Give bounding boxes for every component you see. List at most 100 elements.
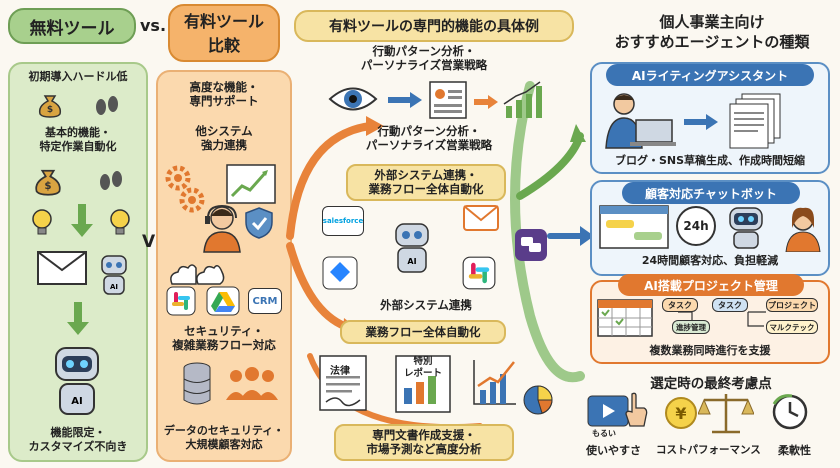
paid-item-data-security-line2: 大規模顧客対応 — [185, 437, 263, 451]
right-arrow-icon-2 — [474, 94, 498, 113]
customer-icon — [782, 206, 824, 256]
robot-icon-large: AI — [46, 342, 108, 424]
free-item-limited: 機能限定・ カスタマイズ不向き — [12, 426, 144, 454]
examples-header: 有料ツールの専門的機能の具体例 — [294, 10, 574, 42]
pie-chart-icon — [522, 384, 554, 420]
project-management-title: AI搭載プロジェクト管理 — [644, 278, 778, 293]
gears-icon — [164, 164, 208, 218]
crm-label: CRM — [252, 295, 278, 307]
yen-coin-icon: ¥ — [664, 396, 698, 434]
paid-item-advanced-line2: 専門サポート — [189, 94, 259, 109]
example-behavior-line2: パーソナライズ営業戦略 — [360, 58, 488, 73]
lightbulb-icon-right — [108, 208, 132, 242]
balance-scale-icon — [697, 390, 755, 440]
task-box-2: タスク — [712, 298, 748, 312]
profile-document-icon — [428, 80, 468, 124]
writing-assistant-title-bar: AIライティングアシスタント — [606, 64, 814, 86]
task-box-4: 進捗管理 — [672, 320, 710, 334]
task-box-1: タスク — [662, 298, 698, 312]
google-drive-icon — [206, 286, 240, 320]
writing-assistant-title: AIライティングアシスタント — [631, 68, 789, 83]
law-document-icon — [316, 352, 370, 418]
database-icon — [182, 362, 212, 410]
chatbot-title: 顧客対応チャットボット — [645, 186, 777, 201]
salesforce-label: salesforce — [322, 217, 364, 225]
chat-app-icon — [514, 228, 548, 266]
paid-item-security: セキュリティ・ 複雑業務フロー対応 — [160, 324, 288, 353]
agents-title-line1: 個人事業主向け — [659, 13, 765, 31]
task-box-1-label: タスク — [668, 300, 692, 310]
svg-text:AI: AI — [71, 396, 82, 407]
usability-label: 使いやすさ — [586, 444, 641, 457]
report-document-label: 特別 レポート — [396, 356, 450, 380]
paid-item-security-line2: 複雑業務フロー対応 — [172, 338, 276, 353]
task-box-4-label: 進捗管理 — [676, 322, 706, 332]
example-integration-repeat-line1: 外部システム連携 — [380, 298, 472, 312]
example-advanced-line2: 市場予測など高度分析 — [366, 442, 482, 457]
people-group-icon — [222, 366, 282, 406]
paid-item-security-line1: セキュリティ・ — [184, 324, 264, 338]
paid-item-integration-line2: 強力連携 — [201, 138, 247, 153]
down-arrow-icon-2 — [66, 302, 90, 340]
free-item-basic-functions: 基本的機能・ 特定作業自動化 — [12, 126, 144, 154]
chatbot-title-bar: 顧客対応チャットボット — [622, 182, 800, 204]
agents-header: 個人事業主向け おすすめエージェントの種類 — [594, 12, 830, 52]
writing-assistant-desc: ブログ・SNS草稿生成、作成時間短縮 — [614, 154, 806, 167]
money-bag-icon: $ — [36, 92, 64, 122]
play-video-icon — [586, 394, 630, 432]
free-item-basic-line2: 特定作業自動化 — [39, 139, 117, 153]
footprints-icon-2 — [96, 168, 126, 198]
salesforce-badge: salesforce — [322, 206, 364, 236]
agents-title-line2: おすすめエージェントの種類 — [614, 33, 810, 51]
document-stack-icon — [728, 92, 784, 154]
svg-text:AI: AI — [110, 283, 118, 291]
money-bag-icon-2: $ — [32, 166, 64, 200]
example-integration-header: 外部システム連携・ 業務フロー全体自動化 — [346, 164, 506, 201]
jira-icon — [322, 256, 358, 294]
example-integration-repeat-line2: 業務フロー全体自動化 — [365, 324, 481, 339]
final-considerations-title: 選定時の最終考慮点 — [650, 376, 772, 392]
free-item-limited-line1: 機能限定・ — [50, 426, 106, 439]
example-advanced-line1: 専門文書作成支援・ — [372, 428, 476, 442]
report-label-line1: 特別 — [413, 356, 433, 367]
svg-text:$: $ — [44, 180, 51, 192]
task-box-2-label: タスク — [718, 300, 742, 310]
paid-tools-title-line1: 有料ツール — [183, 12, 264, 31]
mail-icon — [462, 204, 500, 236]
usability-tag: もるい — [592, 429, 616, 438]
clock-24h-icon: 24h — [676, 206, 716, 246]
free-item-limited-line2: カスタマイズ不向き — [28, 439, 128, 453]
example-advanced-docs: 専門文書作成支援・ 市場予測など高度分析 — [334, 424, 514, 461]
eye-icon — [328, 82, 378, 120]
example-behavior-analysis: 行動パターン分析・ パーソナライズ営業戦略 — [334, 44, 514, 73]
shield-icon — [244, 206, 274, 244]
paid-item-data-security: データのセキュリティ・ 大規模顧客対応 — [158, 424, 290, 452]
bar-chart-up-icon — [502, 80, 544, 124]
task-box-5: マルクテック — [766, 320, 818, 334]
cost-performance-label: コストパフォーマンス — [656, 444, 761, 456]
person-laptop-icon — [598, 90, 678, 154]
support-agent-icon — [200, 202, 244, 258]
task-box-5-label: マルクテック — [769, 322, 815, 332]
examples-title: 有料ツールの専門的機能の具体例 — [329, 19, 539, 35]
paid-item-advanced: 高度な機能・ 専門サポート — [160, 80, 288, 109]
envelope-icon — [36, 250, 88, 290]
right-arrow-icon-1 — [388, 92, 422, 112]
example-integration-repeat-line2-pill: 業務フロー全体自動化 — [340, 320, 506, 344]
down-arrow-icon — [70, 204, 94, 242]
paid-item-integration-line1: 他システム — [195, 124, 253, 138]
chat-window-icon — [598, 204, 670, 254]
example-behavior-line1: 行動パターン分析・ — [372, 44, 476, 58]
cloud-sync-icon — [168, 260, 226, 292]
forecast-chart-icon — [470, 356, 518, 412]
paid-item-advanced-line1: 高度な機能・ — [189, 80, 259, 94]
crm-badge: CRM — [248, 288, 282, 314]
svg-text:$: $ — [47, 105, 53, 115]
calendar-icon — [596, 298, 654, 342]
lightbulb-icon-left — [30, 208, 54, 242]
law-document-label: 法律 — [330, 366, 350, 377]
report-label-line2: レポート — [403, 368, 442, 379]
free-tools-title: 無料ツール — [29, 18, 115, 39]
robot-icon-small: AI — [94, 250, 134, 302]
free-tools-header: 無料ツール — [8, 8, 136, 44]
